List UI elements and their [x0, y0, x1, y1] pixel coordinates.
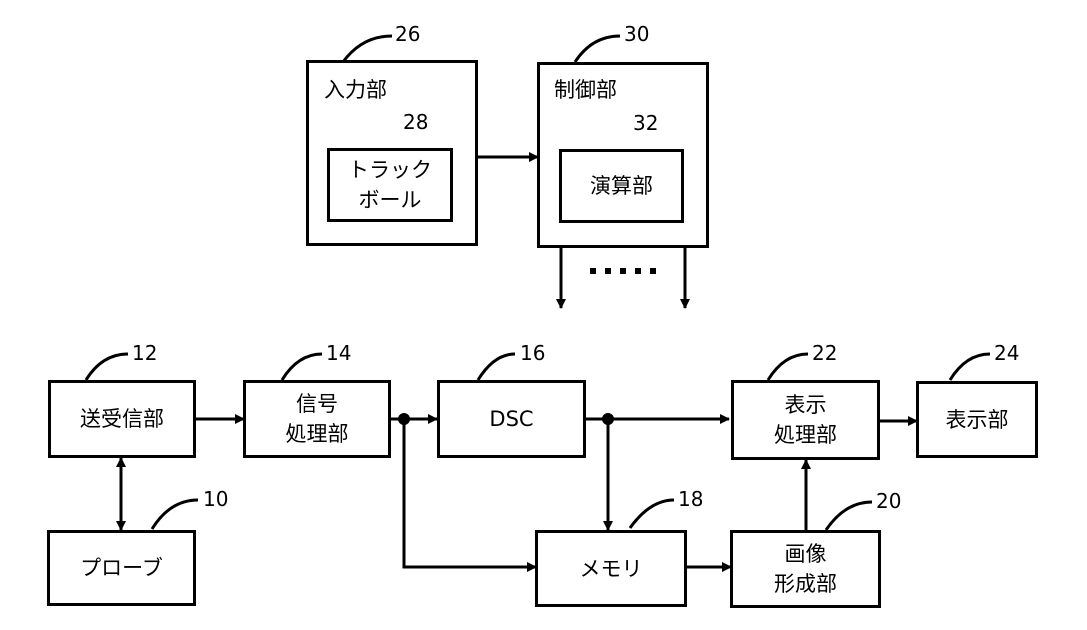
display-ref: 24	[994, 341, 1019, 365]
leader-16	[478, 354, 515, 380]
input-unit-label: 入力部	[324, 74, 387, 104]
signal-processor-ref: 14	[326, 341, 351, 365]
memory-label: メモリ	[580, 554, 643, 584]
signal-processor-label: 信号 処理部	[286, 389, 349, 449]
display-processor-block: 表示 処理部	[731, 380, 880, 460]
input-unit-ref: 26	[395, 22, 420, 46]
arithmetic-unit-ref: 32	[633, 111, 658, 135]
leader-14	[282, 354, 322, 380]
memory-block: メモリ	[535, 530, 687, 607]
display-processor-label: 表示 処理部	[774, 390, 837, 450]
ellipsis-dots	[590, 268, 656, 274]
image-former-block: 画像 形成部	[730, 530, 881, 608]
dsc-label: DSC	[489, 404, 533, 434]
leader-20	[826, 502, 872, 530]
leader-10	[152, 500, 198, 529]
image-former-ref: 20	[876, 489, 901, 513]
leader-22	[768, 354, 808, 380]
image-former-label: 画像 形成部	[774, 539, 837, 599]
leader-26	[343, 36, 392, 62]
dsc-block: DSC	[437, 380, 586, 458]
leader-30	[575, 36, 620, 62]
control-unit-ref: 30	[624, 22, 649, 46]
dsc-ref: 16	[520, 341, 545, 365]
trackball-ref: 28	[403, 110, 428, 134]
leader-12	[86, 354, 128, 380]
memory-ref: 18	[678, 487, 703, 511]
junction-dot-dsc	[602, 413, 614, 425]
signal-processor-block: 信号 処理部	[243, 380, 391, 458]
probe-label: プローブ	[80, 553, 163, 583]
display-processor-ref: 22	[812, 341, 837, 365]
arithmetic-unit-label: 演算部	[590, 171, 653, 201]
trackball-label: トラック ボール	[348, 155, 432, 215]
leader-18	[630, 500, 674, 528]
display-label: 表示部	[946, 405, 1009, 435]
trackball-block: トラック ボール	[327, 148, 453, 222]
transceiver-ref: 12	[132, 341, 157, 365]
arithmetic-unit-block: 演算部	[559, 149, 684, 223]
control-unit-label: 制御部	[554, 74, 617, 104]
junction-dot-signal	[398, 413, 410, 425]
transceiver-label: 送受信部	[80, 404, 164, 434]
display-block: 表示部	[916, 381, 1038, 458]
leader-24	[950, 354, 990, 380]
probe-block: プローブ	[47, 530, 196, 606]
probe-ref: 10	[203, 487, 228, 511]
transceiver-block: 送受信部	[48, 380, 196, 458]
